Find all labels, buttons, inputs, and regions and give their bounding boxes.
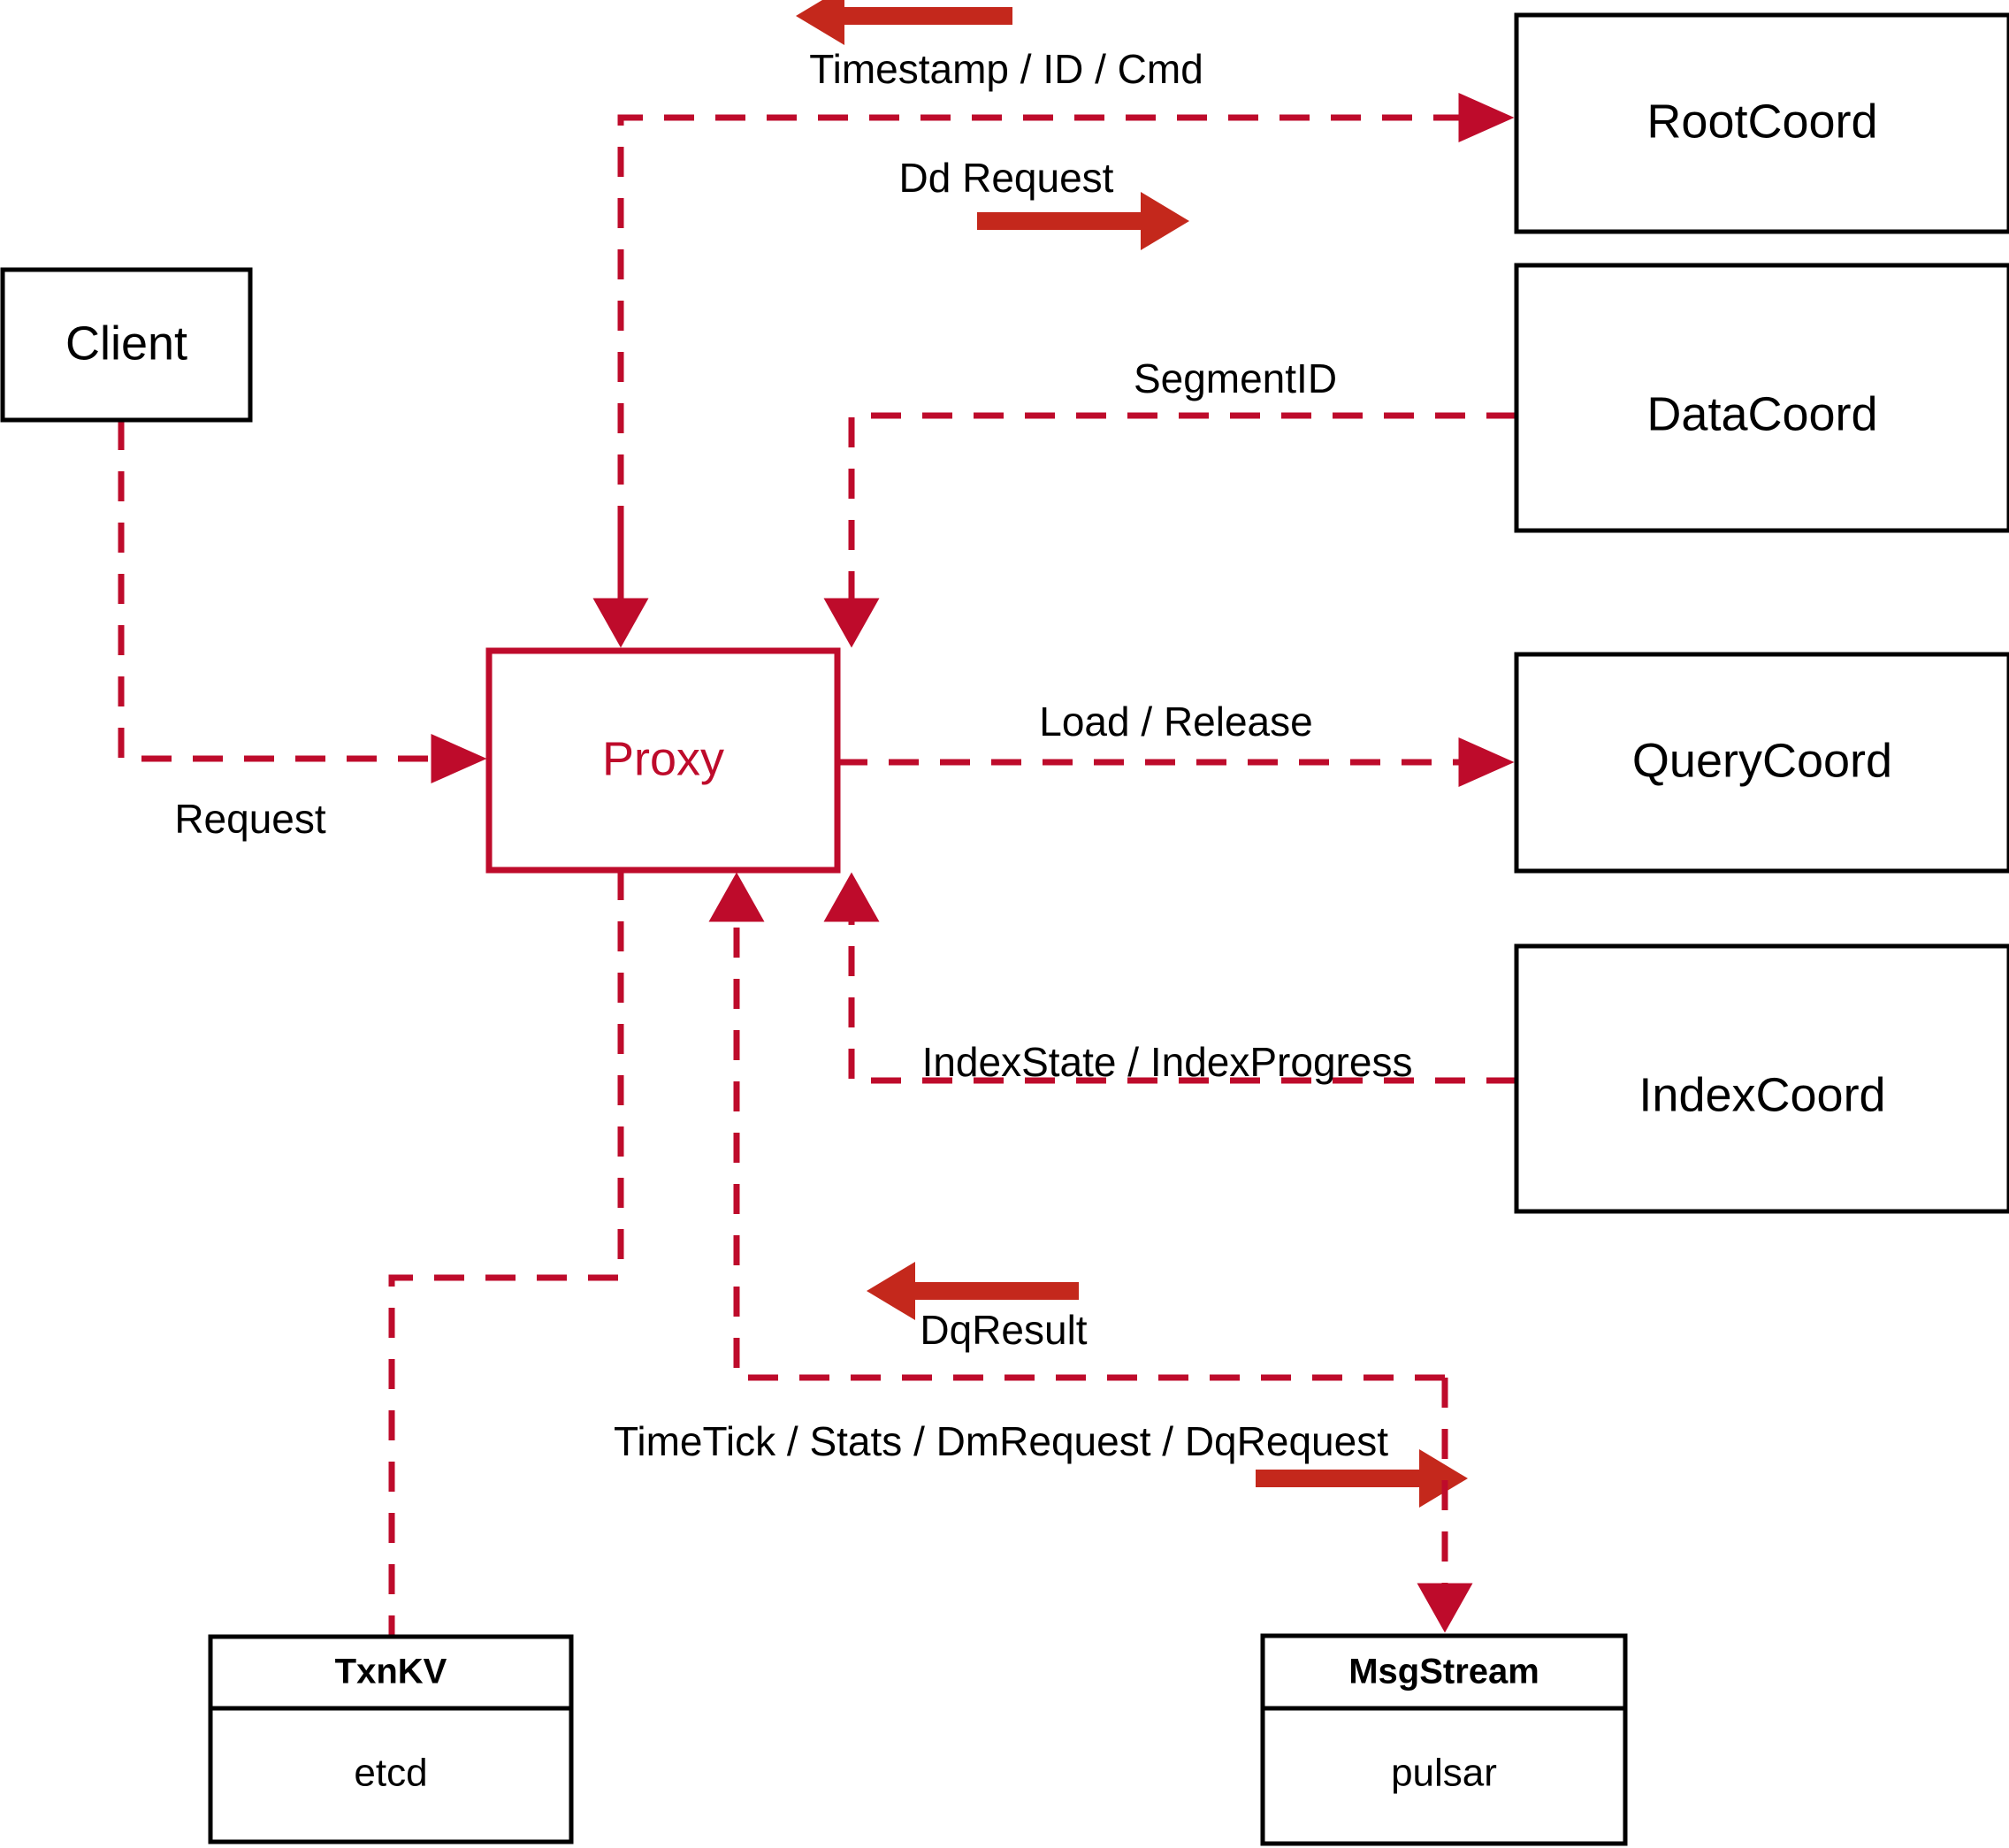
edge-label-dqresult: DqResult xyxy=(920,1307,1087,1353)
ddrequest-direction-arrow xyxy=(977,192,1189,250)
edge-label-load-release: Load / Release xyxy=(1039,699,1312,745)
edge-label-segmentid: SegmentID xyxy=(1134,355,1337,401)
edge-proxy-txnkv xyxy=(388,870,624,1637)
store-txnkv-body: etcd xyxy=(354,1752,427,1795)
node-proxy[interactable]: Proxy xyxy=(485,647,841,874)
edge-datacoord-proxy xyxy=(823,412,1516,648)
node-rootcoord[interactable]: RootCoord xyxy=(1514,12,2009,234)
edge-indexcoord-proxy xyxy=(823,872,1516,1084)
store-msgstream[interactable]: MsgStream pulsar xyxy=(1260,1633,1628,1846)
node-querycoord-label: QueryCoord xyxy=(1632,734,1892,787)
dqresult-direction-arrow xyxy=(867,1262,1079,1320)
store-msgstream-title: MsgStream xyxy=(1348,1653,1539,1691)
edge-label-indexstate-indexprogress: IndexState / IndexProgress xyxy=(922,1039,1413,1085)
timestamp-direction-arrow xyxy=(796,0,1012,45)
edge-msgstream-proxy xyxy=(708,872,1445,1381)
node-indexcoord-label: IndexCoord xyxy=(1639,1068,1885,1121)
store-msgstream-body: pulsar xyxy=(1391,1752,1497,1795)
edge-proxy-rootcoord xyxy=(617,93,1515,638)
node-rootcoord-label: RootCoord xyxy=(1646,95,1877,148)
node-datacoord-label: DataCoord xyxy=(1646,387,1877,440)
node-indexcoord[interactable]: IndexCoord xyxy=(1514,943,2009,1214)
edge-label-timestamp-id-cmd: Timestamp / ID / Cmd xyxy=(809,46,1203,92)
node-proxy-label: Proxy xyxy=(602,732,724,785)
store-txnkv-title: TxnKV xyxy=(335,1653,447,1691)
store-txnkv[interactable]: TxnKV etcd xyxy=(208,1634,574,1844)
edge-label-dd-request: Dd Request xyxy=(899,155,1114,201)
edge-label-request: Request xyxy=(174,796,326,842)
dqrequest-direction-arrow xyxy=(1256,1449,1468,1508)
edge-client-proxy xyxy=(118,420,487,783)
edge-label-timetick-stats-dmrequest-dqrequest: TimeTick / Stats / DmRequest / DqRequest xyxy=(614,1418,1388,1464)
node-datacoord[interactable]: DataCoord xyxy=(1514,263,2009,533)
node-querycoord[interactable]: QueryCoord xyxy=(1514,652,2009,874)
node-client[interactable]: Client xyxy=(0,267,253,423)
node-client-label: Client xyxy=(65,317,187,370)
